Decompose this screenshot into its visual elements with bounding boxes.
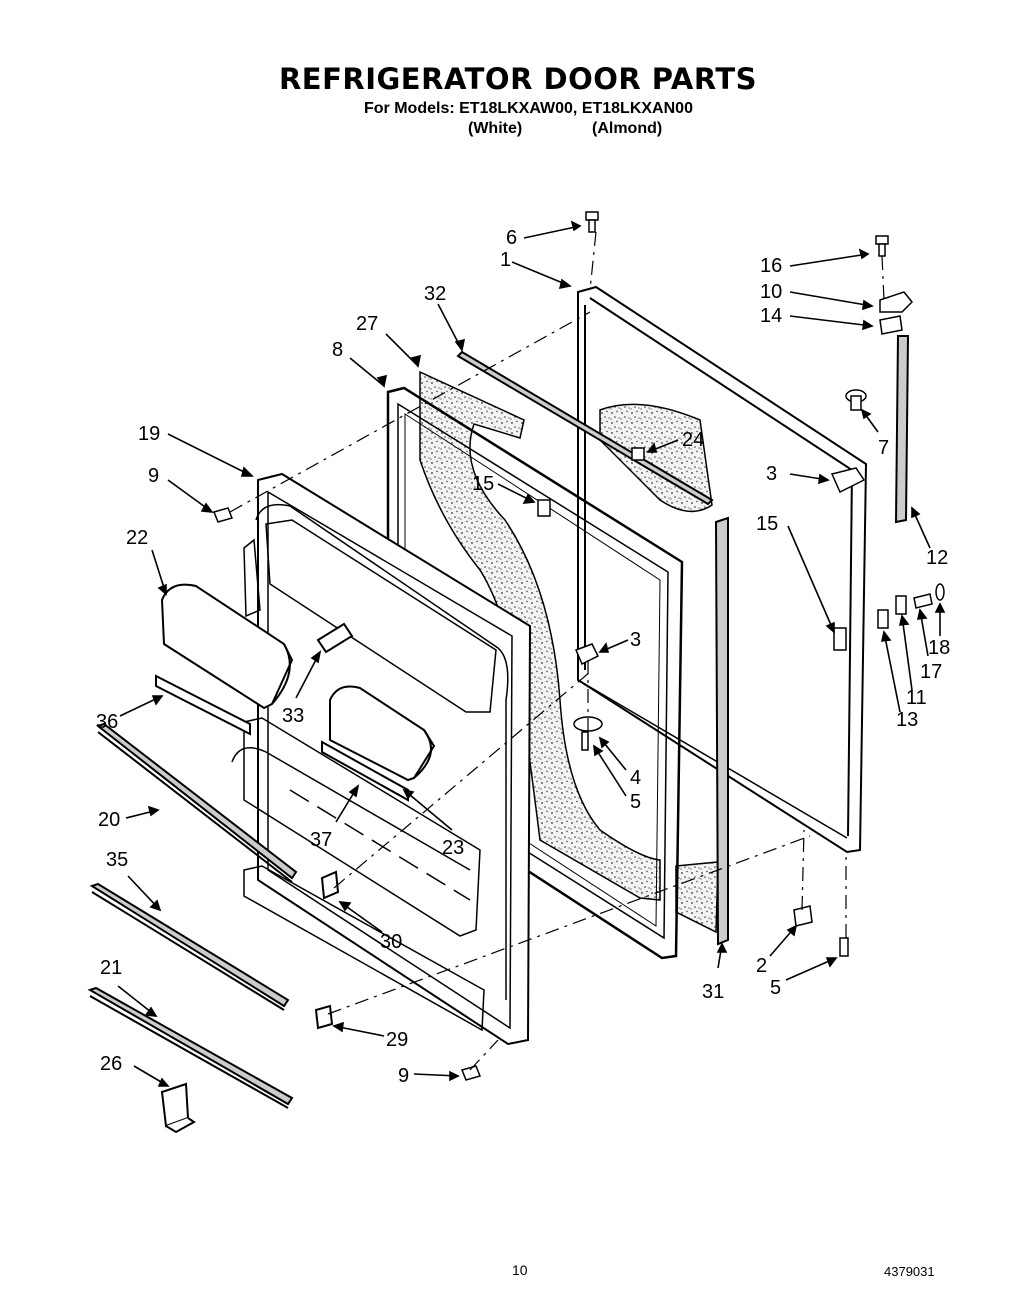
callout-6: 6 — [506, 227, 517, 249]
foam-insulation — [419, 370, 719, 934]
callout-17: 17 — [920, 661, 942, 683]
callout-4: 4 — [630, 767, 641, 789]
retainer-bar-21 — [87, 986, 294, 1109]
callout-19: 19 — [138, 423, 160, 445]
leader-lines — [117, 220, 946, 1087]
callout-11: 11 — [906, 687, 927, 709]
callout-37: 37 — [310, 829, 332, 851]
door-shelf-upper — [155, 583, 294, 736]
shelf-end-cap-33 — [316, 622, 354, 654]
retainer-bar-35 — [89, 882, 290, 1011]
callout-8: 8 — [332, 339, 343, 361]
door-cap-26 — [160, 1082, 196, 1134]
callout-35: 35 — [106, 849, 128, 871]
callout-12: 12 — [926, 547, 948, 569]
callout-20: 20 — [98, 809, 120, 831]
callout-18: 18 — [928, 637, 950, 659]
hardware-parts — [212, 211, 945, 1081]
alignment-lines — [229, 231, 885, 1071]
diagram-title: REFRIGERATOR DOOR PARTS — [278, 62, 758, 96]
door-shelf-lower — [321, 685, 436, 802]
document-number: 4379031 — [884, 1264, 935, 1279]
callout-9-lower: 9 — [398, 1065, 409, 1087]
callout-5-bottom: 5 — [770, 977, 781, 999]
callout-24: 24 — [682, 429, 704, 451]
callout-32: 32 — [424, 283, 446, 305]
callout-21: 21 — [100, 957, 122, 979]
callout-15-upper: 15 — [472, 473, 494, 495]
callout-2: 2 — [756, 955, 767, 977]
callout-5-mid: 5 — [630, 791, 641, 813]
callout-22: 22 — [126, 527, 148, 549]
top-trim-32 — [456, 350, 714, 506]
callout-9-upper: 9 — [148, 465, 159, 487]
variant-white: (White) — [468, 120, 523, 137]
callout-3-mid: 3 — [630, 629, 641, 651]
callout-3-top: 3 — [766, 463, 777, 485]
page-number: 10 — [512, 1262, 528, 1278]
callout-36: 36 — [96, 711, 118, 733]
callout-31: 31 — [702, 981, 724, 1003]
callout-1: 1 — [500, 249, 511, 271]
hinge-pin-12 — [894, 335, 910, 524]
callout-23: 23 — [442, 837, 464, 859]
callout-26: 26 — [100, 1053, 122, 1075]
side-trim-31 — [714, 516, 729, 946]
callout-14: 14 — [760, 305, 782, 327]
callout-30: 30 — [380, 931, 402, 953]
callout-10: 10 — [760, 281, 782, 303]
shelf-end-cap-30 — [320, 870, 340, 900]
callout-29: 29 — [386, 1029, 408, 1051]
callout-7: 7 — [878, 437, 889, 459]
shelf-end-cap-29 — [314, 1004, 334, 1030]
callout-16: 16 — [760, 255, 782, 277]
callout-13: 13 — [896, 709, 918, 731]
models-line: For Models: ET18LKXAW00, ET18LKXAN00 — [364, 100, 693, 117]
callout-33: 33 — [282, 705, 304, 727]
callout-27: 27 — [356, 313, 378, 335]
retainer-bar-20 — [95, 722, 298, 883]
callout-labels: 6 1 16 10 14 32 27 8 7 24 19 3 15 9 22 1… — [96, 227, 950, 1087]
callout-15-right: 15 — [756, 513, 778, 535]
variant-almond: (Almond) — [592, 120, 663, 137]
